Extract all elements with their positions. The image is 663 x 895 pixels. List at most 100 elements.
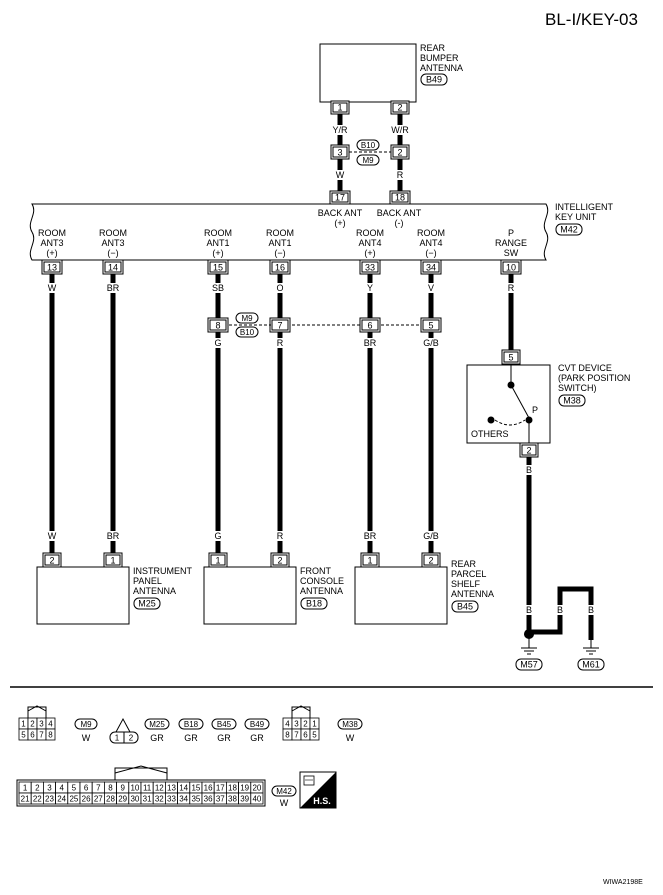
legend-m42-pin-2: 2 <box>35 784 40 793</box>
terminal-label-13-2: ANT3 <box>40 238 63 248</box>
front_console-wire-color-1: G <box>214 531 221 541</box>
key-unit-name-2: KEY UNIT <box>555 212 597 222</box>
legend-m42-pin-28: 28 <box>106 795 115 804</box>
legend-m42-pin-32: 32 <box>155 795 164 804</box>
cvt-wire-color-b: B <box>526 465 532 475</box>
legend-m42-pin-19: 19 <box>240 784 249 793</box>
front-console-antenna-name-3: ANTENNA <box>300 586 343 596</box>
wire-color-34: V <box>428 283 434 293</box>
legend-m42-pin-23: 23 <box>45 795 54 804</box>
terminal-label-34-1: ROOM <box>417 228 445 238</box>
legend-m42-pin-10: 10 <box>130 784 139 793</box>
legend-m42-pin-13: 13 <box>167 784 176 793</box>
rear-parcel-antenna-name-1: REAR <box>451 559 477 569</box>
wire-color-r-top: R <box>397 170 404 180</box>
legend-m42-pin-21: 21 <box>21 795 30 804</box>
cvt-pin-2: 2 <box>526 446 531 456</box>
terminal-label-34-3: (−) <box>425 248 436 258</box>
wire-color-33: Y <box>367 283 373 293</box>
wire-color-w-top: W <box>336 170 345 180</box>
legend-m38-pin-2: 2 <box>303 720 308 729</box>
legend-small-color-B49: GR <box>250 733 264 743</box>
ground-color-1: B <box>526 605 532 615</box>
legend-m42-pin-40: 40 <box>252 795 261 804</box>
legend-m42-pin-24: 24 <box>57 795 66 804</box>
terminal-label-15-3: (+) <box>212 248 223 258</box>
unit-pin-16: 16 <box>275 263 285 273</box>
terminal-label-14-1: ROOM <box>99 228 127 238</box>
mid-joint-connector-m9: M9 <box>241 314 253 323</box>
terminal-label-33-2: ANT4 <box>358 238 381 248</box>
cvt-p-label: P <box>532 405 538 415</box>
instrument-antenna-name-3: ANTENNA <box>133 586 176 596</box>
mid-joint-pin-5: 5 <box>428 321 433 331</box>
cvt-device-name-3: SWITCH) <box>558 383 597 393</box>
ground-m57: M57 <box>520 660 538 670</box>
legend-m9-pin-4: 4 <box>48 720 53 729</box>
mid-joint-pin-7: 7 <box>277 321 282 331</box>
terminal-label-10-1: P <box>508 228 514 238</box>
cvt-others-label: OTHERS <box>471 429 509 439</box>
connector-icon <box>303 775 315 786</box>
cvt-device-name-2: (PARK POSITION <box>558 373 630 383</box>
legend-m42-pin-11: 11 <box>143 784 152 793</box>
terminal-label-33-1: ROOM <box>356 228 384 238</box>
unit-pin-15: 15 <box>213 263 223 273</box>
terminal-label-15-1: ROOM <box>204 228 232 238</box>
cvt-device-name-1: CVT DEVICE <box>558 363 612 373</box>
legend-small-color-B45: GR <box>217 733 231 743</box>
ground-color-3: B <box>588 605 594 615</box>
legend-m42-pin-12: 12 <box>155 784 164 793</box>
legend-m42-pin-18: 18 <box>228 784 237 793</box>
front-console-antenna: FRONT CONSOLE ANTENNA B18 <box>203 566 344 625</box>
ground-color-2: B <box>557 605 563 615</box>
instrument-panel-antenna: INSTRUMENT PANEL ANTENNA M25 <box>36 566 192 625</box>
top-joint-pin-2: 2 <box>397 148 402 158</box>
rear-parcel-antenna-name-3: SHELF <box>451 579 481 589</box>
rear-bumper-pin-1: 1 <box>337 103 342 113</box>
wire-color-16: O <box>276 283 283 293</box>
back-ant-minus-label-1: BACK ANT <box>377 208 422 218</box>
rear-parcel-antenna-connector: B45 <box>457 602 473 612</box>
front_console-antenna-pin-2: 2 <box>277 556 282 566</box>
cvt-pin-5: 5 <box>508 353 513 363</box>
unit-pin-13: 13 <box>47 263 57 273</box>
wire-color-14: BR <box>107 283 120 293</box>
rear_parcel-wire-color-1: BR <box>364 531 377 541</box>
reference-code: WIWA2198E <box>603 879 643 886</box>
legend-m9-pin-1: 1 <box>21 720 26 729</box>
wire-color-y-r: Y/R <box>332 125 348 135</box>
legend-m42-pin-33: 33 <box>167 795 176 804</box>
rear-parcel-antenna-name-4: ANTENNA <box>451 589 494 599</box>
legend-m38-pin-1: 1 <box>312 720 317 729</box>
top-joint-pin-3: 3 <box>337 148 342 158</box>
terminal-label-34-2: ANT4 <box>419 238 442 248</box>
rear-bumper-antenna-name-2: BUMPER <box>420 53 459 63</box>
terminal-label-16-3: (−) <box>274 248 285 258</box>
legend-m42-pin-31: 31 <box>143 795 152 804</box>
terminal-label-14-3: (−) <box>107 248 118 258</box>
legend-small-tag-B18: B18 <box>184 720 199 729</box>
legend-m42-pin-3: 3 <box>47 784 52 793</box>
mid-lower-color-3: BR <box>364 338 377 348</box>
legend-small-color-M25: GR <box>150 733 164 743</box>
front-console-antenna-name-1: FRONT <box>300 566 331 576</box>
key-unit-name-1: INTELLIGENT <box>555 202 614 212</box>
legend-m42-pin-14: 14 <box>179 784 188 793</box>
unit-pin-10: 10 <box>506 263 516 273</box>
rear_parcel-wire-color-2: G/B <box>423 531 439 541</box>
instrument-antenna-name-2: PANEL <box>133 576 162 586</box>
legend-m42-pin-15: 15 <box>191 784 200 793</box>
terminal-label-13-3: (+) <box>46 248 57 258</box>
terminal-label-16-2: ANT1 <box>268 238 291 248</box>
mid-lower-color-1: G <box>214 338 221 348</box>
legend-m42-pin-29: 29 <box>118 795 127 804</box>
wire-color-13: W <box>48 283 57 293</box>
unit-pin-18: 18 <box>395 193 405 203</box>
rear-bumper-pin-2: 2 <box>397 103 402 113</box>
mid-joint-pin-8: 8 <box>215 321 220 331</box>
back-ant-plus-label-2: (+) <box>334 218 345 228</box>
instrument-wire-color-1: W <box>48 531 57 541</box>
